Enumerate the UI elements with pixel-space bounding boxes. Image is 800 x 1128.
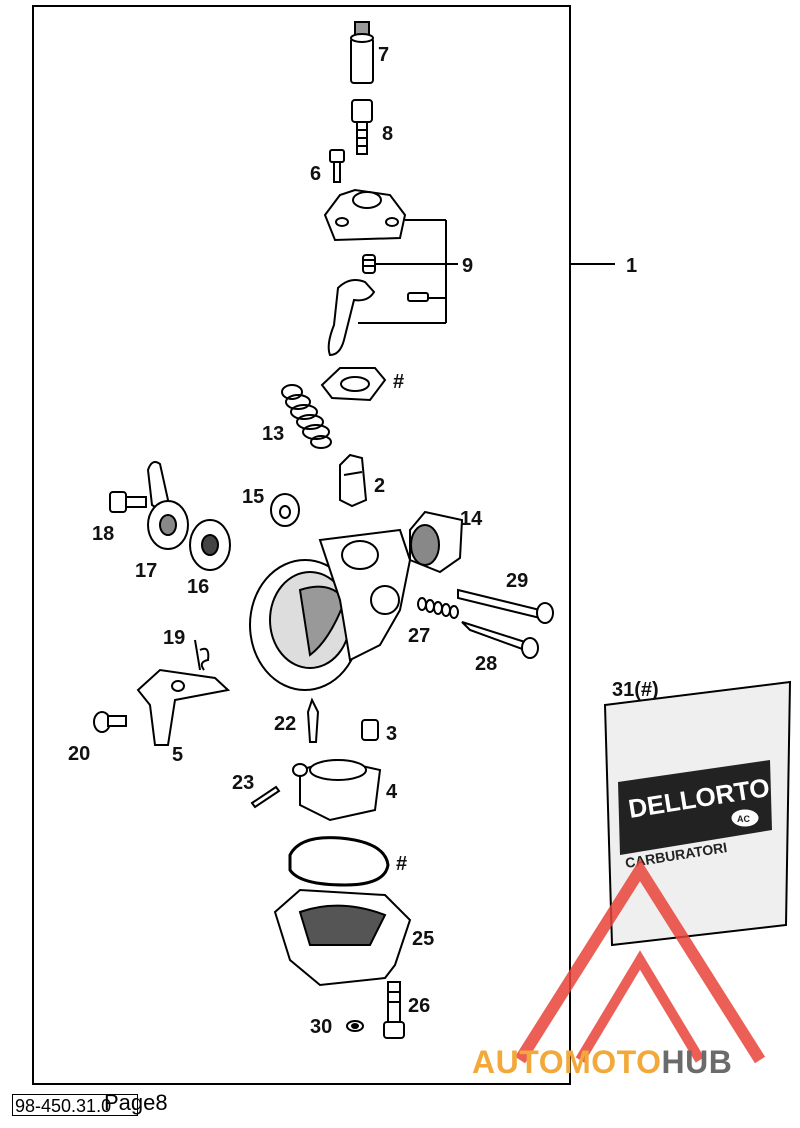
label-part-8: 8 bbox=[382, 123, 393, 145]
part-27-spring bbox=[417, 597, 459, 619]
part-25-bowl bbox=[273, 888, 412, 987]
part-5-plate bbox=[136, 668, 231, 746]
part-8-bolt bbox=[351, 99, 373, 155]
watermark-text: AUTOMOTOHUB bbox=[472, 1044, 732, 1081]
part-19-spring bbox=[194, 639, 210, 671]
document-code: 98-450.31.0 bbox=[12, 1094, 138, 1116]
part-9-spring bbox=[362, 254, 376, 274]
label-part-20: 20 bbox=[68, 743, 90, 765]
part-31-bag: DELLORTO CARBURATORI AC bbox=[603, 680, 792, 947]
label-part-30: 30 bbox=[310, 1016, 332, 1038]
part-6-screw bbox=[329, 149, 345, 183]
label-part-28: 28 bbox=[475, 653, 497, 675]
bowl-gasket bbox=[288, 836, 390, 887]
part-30-washer bbox=[346, 1020, 364, 1032]
part-2-slide bbox=[339, 453, 368, 508]
part-15-nut bbox=[270, 493, 300, 527]
label-gasket-hash-bottom: # bbox=[396, 853, 407, 875]
part-13-spring bbox=[281, 384, 332, 449]
part-20-screw bbox=[93, 711, 127, 733]
label-part-9: 9 bbox=[462, 255, 473, 277]
part-23-rod bbox=[250, 785, 281, 809]
label-part-17: 17 bbox=[135, 560, 157, 582]
label-part-29: 29 bbox=[506, 570, 528, 592]
watermark-text-b: HUB bbox=[661, 1044, 733, 1080]
part-18-screw bbox=[109, 491, 147, 513]
page-number: Page8 bbox=[104, 1090, 168, 1115]
label-part-7: 7 bbox=[378, 44, 389, 66]
part-9-lever bbox=[327, 279, 376, 357]
label-part-4: 4 bbox=[386, 781, 398, 803]
carburetor-body bbox=[249, 528, 412, 691]
label-part-5: 5 bbox=[172, 744, 183, 766]
watermark-text-a: AUTOMOTO bbox=[472, 1044, 662, 1080]
label-part-16: 16 bbox=[187, 576, 209, 598]
part-29-screw bbox=[457, 588, 554, 624]
part-22-pin bbox=[306, 697, 320, 743]
label-part-27: 27 bbox=[408, 625, 430, 647]
part-26-bolt bbox=[383, 981, 405, 1039]
label-gasket-hash-top: # bbox=[393, 371, 404, 393]
part-14-sleeve bbox=[409, 510, 464, 574]
label-part-6: 6 bbox=[310, 163, 321, 185]
part-28-screw bbox=[461, 621, 539, 659]
bag-badge: AC bbox=[737, 814, 750, 824]
label-part-31: 31(#) bbox=[612, 679, 659, 701]
part-3-nut bbox=[361, 719, 379, 741]
label-part-2: 2 bbox=[374, 475, 385, 497]
diagram-frame bbox=[32, 5, 571, 1085]
part-4-float bbox=[292, 758, 382, 822]
label-part-19: 19 bbox=[163, 627, 185, 649]
label-part-3: 3 bbox=[386, 723, 397, 745]
part-9-group bbox=[358, 219, 458, 324]
part-17-lever bbox=[146, 461, 189, 550]
carb-top-cover bbox=[323, 188, 407, 242]
label-part-14: 14 bbox=[460, 508, 483, 530]
label-part-15: 15 bbox=[242, 486, 264, 508]
part-7-cap bbox=[350, 21, 374, 84]
watermark-logo bbox=[514, 858, 766, 1064]
label-part-1: 1 bbox=[626, 255, 637, 277]
label-part-18: 18 bbox=[92, 523, 114, 545]
part-9-pin bbox=[407, 292, 429, 302]
label-part-26: 26 bbox=[408, 995, 430, 1017]
top-gasket bbox=[320, 367, 387, 402]
label-part-13: 13 bbox=[262, 423, 284, 445]
label-part-22: 22 bbox=[274, 713, 296, 735]
part-16-disc bbox=[189, 519, 231, 571]
label-part-25: 25 bbox=[412, 928, 434, 950]
label-part-23: 23 bbox=[232, 772, 254, 794]
